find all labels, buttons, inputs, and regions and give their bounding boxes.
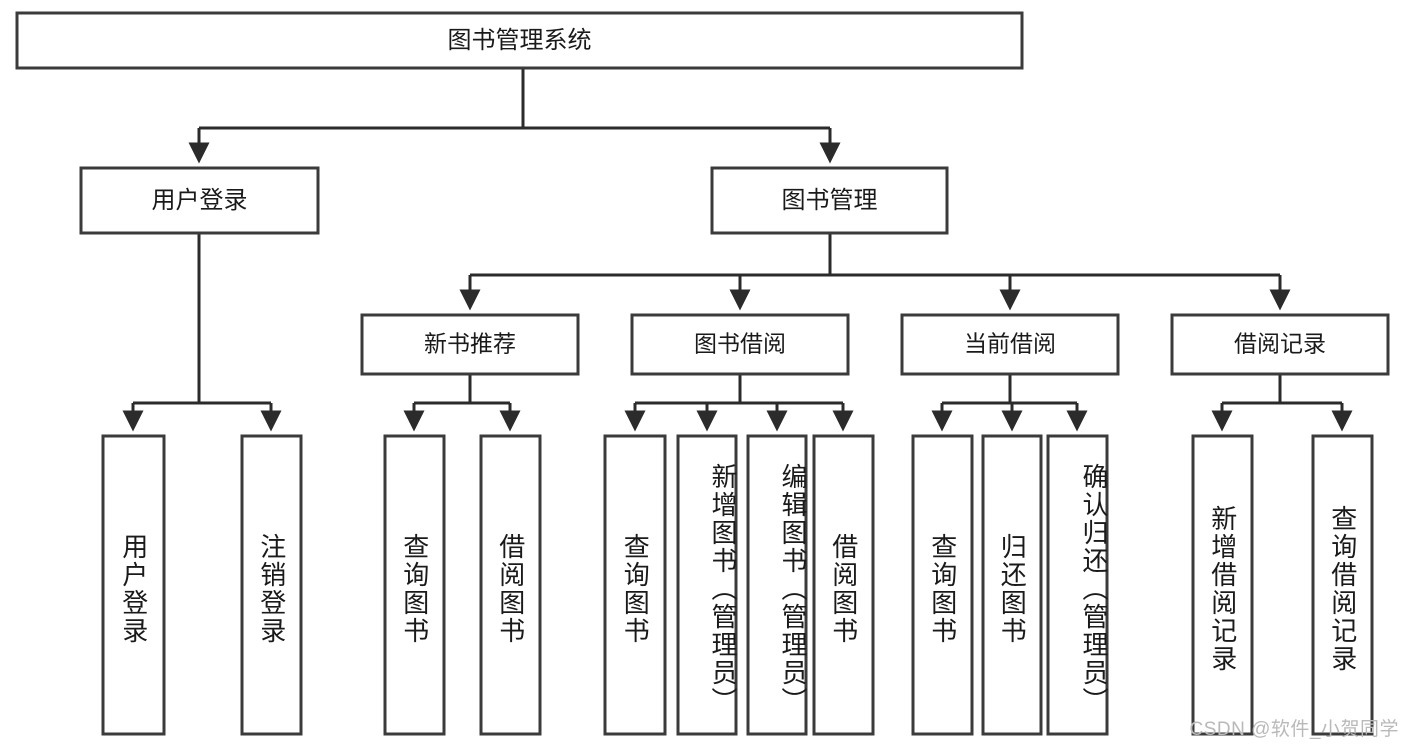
node-box-leaf-8[interactable]: [911, 434, 974, 736]
node-box-leaf-3[interactable]: [479, 434, 542, 736]
node-label-level3-3: 借阅记录: [1234, 331, 1326, 357]
connectors-records-to-leaves: [1211, 374, 1353, 432]
node-label-level2-1: 图书管理: [782, 187, 878, 214]
node-box-level2-0[interactable]: [79, 166, 320, 235]
node-box-level3-1[interactable]: [630, 313, 850, 376]
node-label-level3-1: 图书借阅: [694, 331, 786, 357]
connectors-root-to-level2: [188, 68, 841, 164]
node-label-level2-0: 用户登录: [152, 187, 248, 214]
node-box-leaf-6[interactable]: [746, 434, 808, 736]
node-box-level3-0[interactable]: [360, 313, 580, 376]
node-box-level3-2[interactable]: [900, 313, 1120, 376]
node-box-leaf-2[interactable]: [383, 434, 446, 736]
node-box-leaf-9[interactable]: [981, 434, 1043, 736]
node-box-root[interactable]: [15, 11, 1024, 70]
watermark-text: CSDN @软件_小贺同学: [1189, 719, 1399, 740]
node-box-leaf-10[interactable]: [1046, 434, 1109, 736]
node-box-leaf-5[interactable]: [676, 434, 738, 736]
node-box-leaf-1[interactable]: [240, 434, 303, 736]
node-label-root: 图书管理系统: [448, 27, 592, 54]
connectors-current-borrow-to-leaves: [931, 374, 1088, 432]
connectors-book-mgmt-to-level3: [459, 233, 1291, 311]
node-boxes: [15, 11, 1390, 736]
node-box-leaf-11[interactable]: [1191, 434, 1254, 736]
node-box-leaf-4[interactable]: [603, 434, 667, 736]
node-box-leaf-12[interactable]: [1311, 434, 1374, 736]
connectors-user-login-to-leaves: [122, 233, 282, 432]
node-box-leaf-0[interactable]: [101, 434, 166, 736]
node-label-level3-0: 新书推荐: [424, 331, 516, 357]
node-box-leaf-7[interactable]: [812, 434, 875, 736]
node-box-level2-1[interactable]: [710, 166, 949, 235]
connectors-new-book-to-leaves: [403, 374, 521, 432]
node-label-level3-2: 当前借阅: [964, 331, 1056, 357]
connectors-borrow-to-leaves: [624, 374, 854, 432]
node-box-level3-3[interactable]: [1170, 313, 1390, 376]
